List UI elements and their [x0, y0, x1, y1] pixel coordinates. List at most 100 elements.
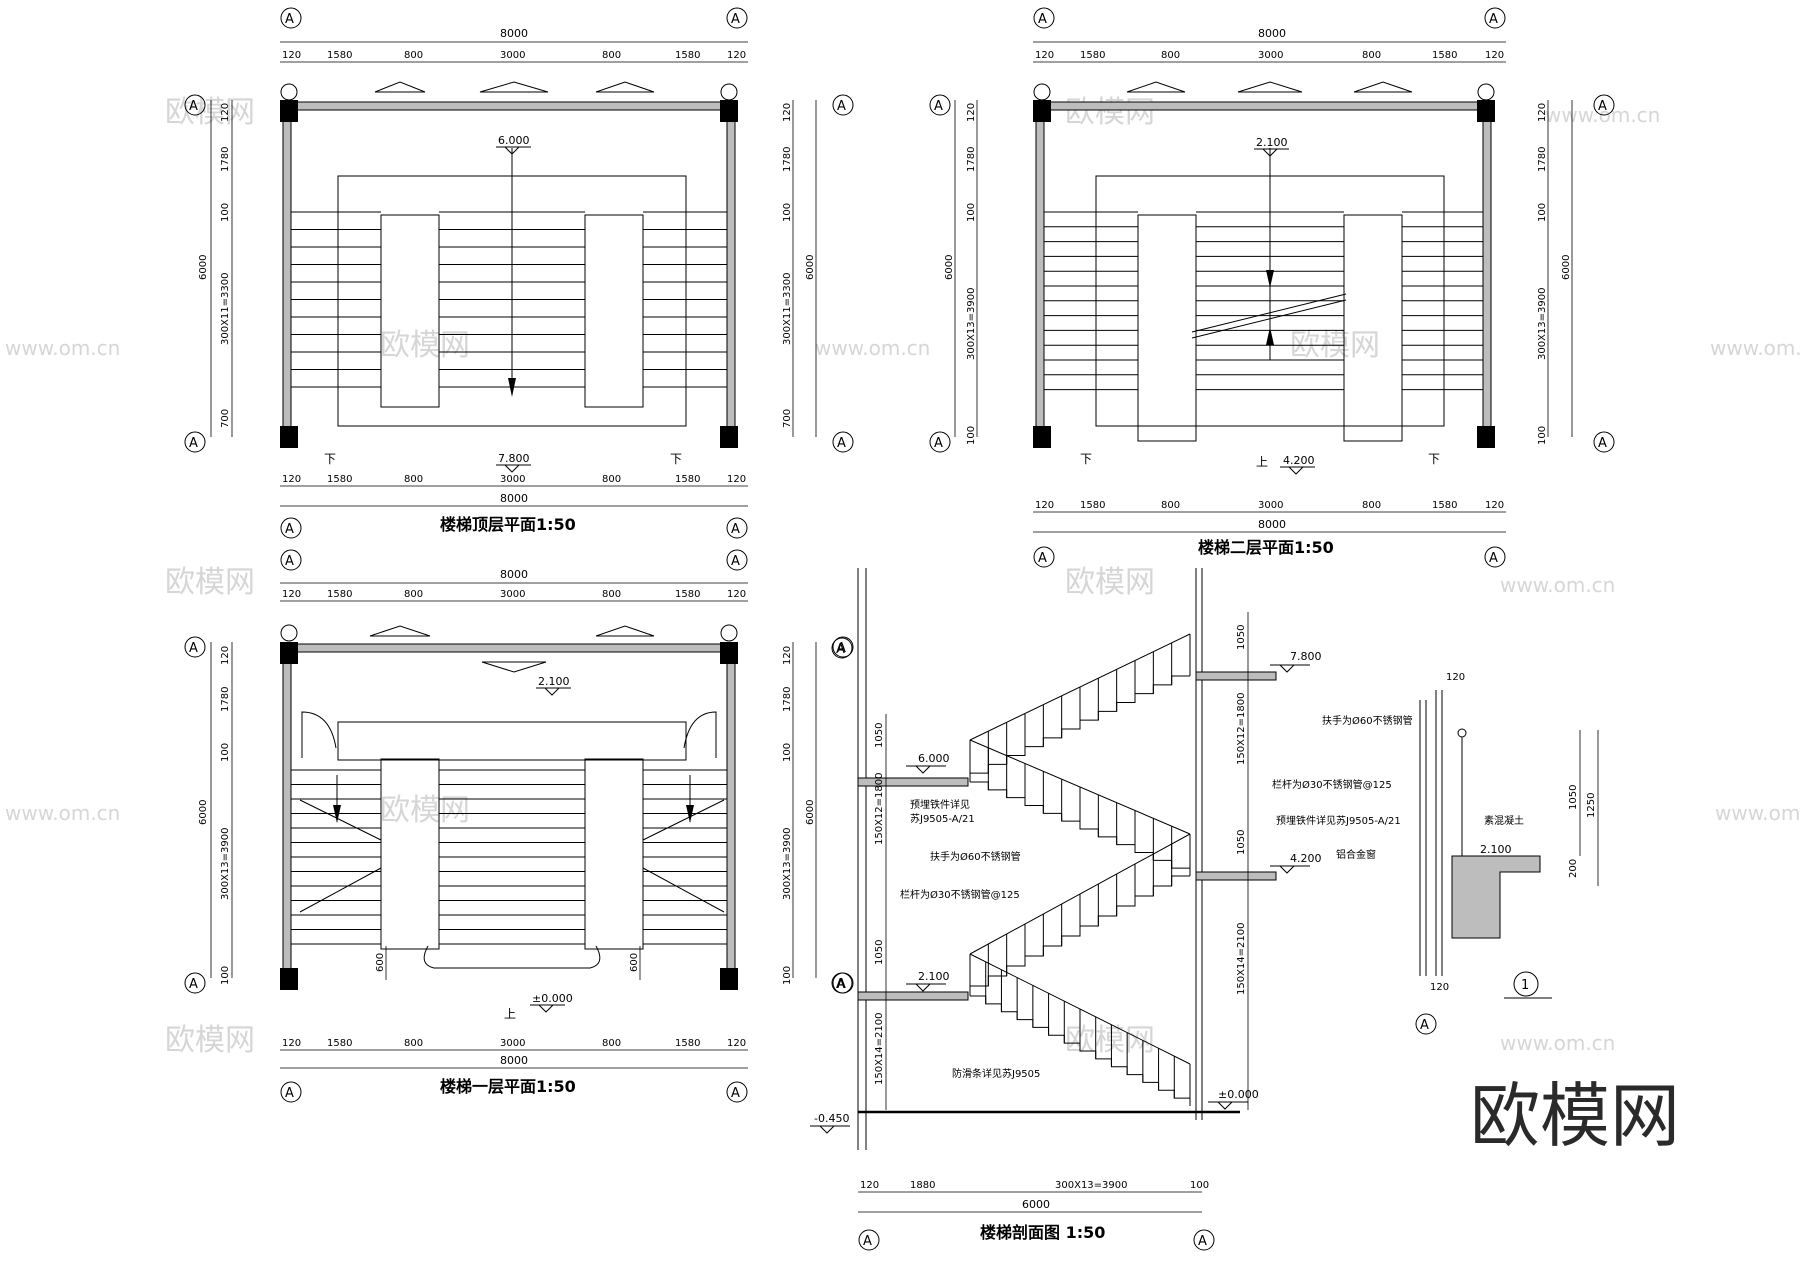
side-dimension: 6000: [805, 255, 816, 280]
window-mark: [1126, 81, 1186, 93]
stair-well: [380, 214, 440, 408]
direction-arrow-icon: [686, 805, 694, 823]
grid-axis-bubble: [1593, 94, 1615, 116]
window-mark: [374, 81, 426, 93]
railing-detail: 1050 1250 200 2.100 120 120 扶手为Ø60不锈钢管 栏…: [1272, 672, 1599, 1035]
segment-dimension: 120: [727, 474, 746, 485]
grid-axis-bubble: [1193, 1229, 1215, 1251]
elevation-label: 7.800: [498, 452, 530, 465]
column: [720, 426, 738, 448]
grid-axis-bubble: [858, 1229, 880, 1251]
column: [1477, 100, 1495, 122]
side-dimension: 100: [782, 743, 793, 762]
direction-label: 上: [504, 1007, 516, 1021]
drawing-title: 楼梯一层平面1:50: [440, 1077, 576, 1096]
stair-well: [584, 758, 644, 950]
direction-arrow-icon: [333, 805, 341, 823]
side-dimension: 300X13=3900: [1537, 288, 1548, 361]
annotation-note: 预埋铁件详见: [910, 798, 970, 811]
grid-axis-label: A: [285, 12, 294, 27]
side-dimension: 6000: [198, 800, 209, 825]
segment-dimension: 1580: [327, 50, 352, 61]
segment-dimension: 1580: [675, 1038, 700, 1049]
stair-flights: [969, 633, 1191, 1106]
side-dimension: 1050: [874, 940, 885, 965]
segment-dimension: 1580: [327, 474, 352, 485]
grid-axis-label: A: [285, 522, 294, 537]
side-dimension: 120: [220, 103, 231, 122]
stair-well: [1343, 214, 1403, 442]
segment-dimension: 1880: [910, 1180, 935, 1191]
column: [720, 642, 738, 664]
side-dimension: 150X14=2100: [874, 1013, 885, 1086]
segment-dimension: 120: [1035, 50, 1054, 61]
grid-axis-label: A: [731, 12, 740, 27]
column: [1033, 426, 1051, 448]
wall-top: [282, 101, 736, 111]
elevation-label: 6.000: [498, 134, 530, 147]
elevation-label: ±0.000: [532, 992, 573, 1005]
grid-axis-bubble: [1033, 546, 1055, 568]
grid-axis-label: A: [731, 554, 740, 569]
side-dimension: 1780: [220, 147, 231, 172]
side-dimension: 120: [1537, 103, 1548, 122]
elevation-mark: [530, 1004, 565, 1013]
grid-axis-label: A: [189, 436, 198, 451]
side-dimension: 1780: [220, 687, 231, 712]
grid-axis-label: A: [1489, 551, 1498, 566]
grid-axis-label: A: [837, 641, 846, 656]
segment-dimension: 800: [404, 474, 423, 485]
side-dimension: 600: [629, 953, 640, 972]
side-dimension: 120: [220, 646, 231, 665]
segment-dimension: 800: [404, 50, 423, 61]
segment-dimension: 120: [282, 474, 301, 485]
watermark-brand: 欧模网: [1065, 565, 1155, 600]
segment-dimension: 1580: [1080, 50, 1105, 61]
side-dimension: 100: [220, 743, 231, 762]
grid-axis-bubble: [280, 517, 302, 539]
watermark-brand: 欧模网: [380, 793, 470, 828]
side-dimension: 1250: [1586, 793, 1597, 818]
floor-slab: [857, 777, 969, 787]
watermark-site: www.om.cn: [1715, 801, 1800, 825]
segment-dimension: 800: [1161, 500, 1180, 511]
direction-label: 下: [324, 452, 336, 466]
side-dimension: 100: [1537, 203, 1548, 222]
elevation-label: ±0.000: [1218, 1088, 1259, 1101]
side-dimension: 150X12=1800: [874, 773, 885, 846]
segment-dimension: 800: [602, 589, 621, 600]
break-line: [1191, 293, 1347, 339]
segment-dimension: 800: [1161, 50, 1180, 61]
wall-left: [282, 643, 292, 978]
wall-top: [282, 643, 736, 653]
grid-axis-bubble: [726, 7, 748, 29]
floor-slab: [1195, 671, 1277, 681]
side-dimension: 1050: [1236, 830, 1247, 855]
side-dimension: 120: [966, 103, 977, 122]
segment-dimension: 120: [727, 589, 746, 600]
elevation-mark: [1270, 865, 1310, 874]
stair-treads: [291, 769, 727, 945]
overall-dimension: 8000: [1258, 27, 1286, 40]
side-dimension: 100: [782, 203, 793, 222]
grid-axis-label: A: [189, 641, 198, 656]
watermark-brand-large: 欧模网: [1470, 1075, 1680, 1157]
wall-left: [1035, 101, 1045, 436]
segment-dimension: 120: [1485, 500, 1504, 511]
grid-axis-label: A: [189, 977, 198, 992]
segment-dimension: 800: [602, 50, 621, 61]
pipe-mark: [1033, 83, 1051, 101]
stair-well: [380, 758, 440, 950]
pipe-mark: [720, 624, 738, 642]
side-dimension: 120: [782, 646, 793, 665]
window-mark: [595, 625, 655, 637]
side-dimension: 1780: [1537, 147, 1548, 172]
grid-axis-label: A: [285, 554, 294, 569]
plan-top-floor: A A A A A A A A 8000 120 1580 800 3000 8…: [184, 7, 854, 539]
elevation-label: 2.100: [1480, 843, 1512, 856]
elevation-mark: [1280, 466, 1315, 475]
wall-right: [726, 101, 736, 436]
grid-axis-label: A: [1420, 1018, 1429, 1033]
side-dimension: 700: [220, 409, 231, 428]
grid-axis-label: A: [837, 436, 846, 451]
